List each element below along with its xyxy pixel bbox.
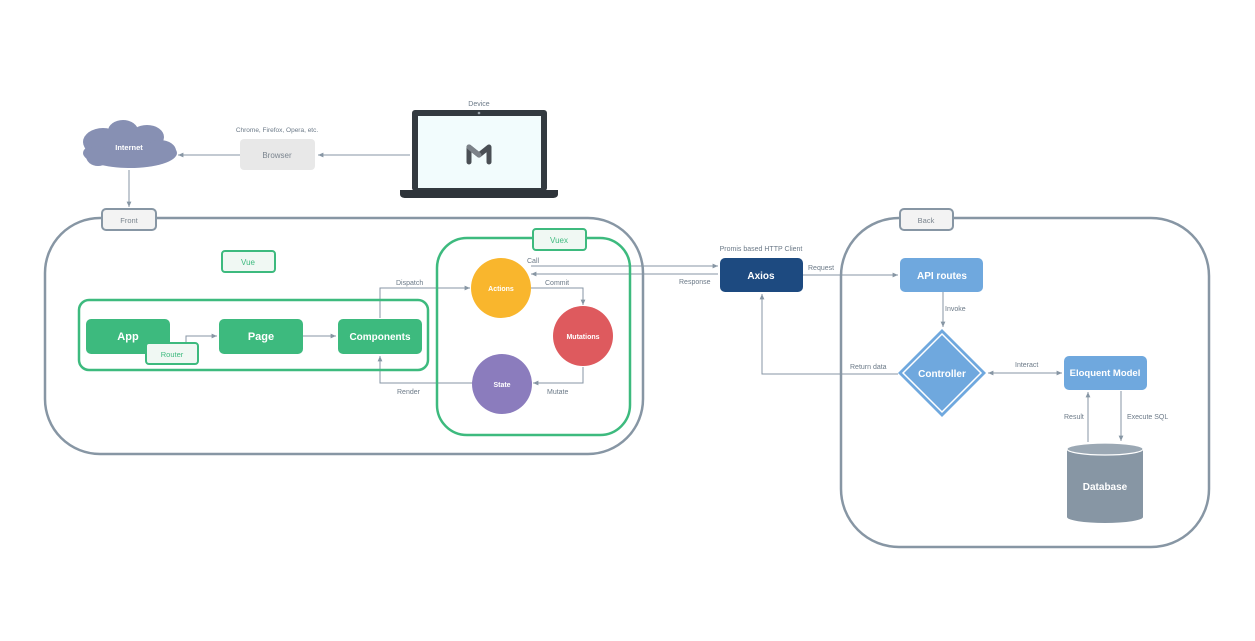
components-node [338, 319, 422, 354]
back-frame [839, 216, 1211, 549]
execute-sql-label: Execute SQL [1127, 414, 1168, 421]
state-label: State [493, 382, 510, 389]
connectors [126, 152, 1124, 442]
front-frame [43, 216, 645, 456]
laptop-base [400, 190, 558, 198]
eloquent-node [1064, 356, 1147, 390]
browser: Chrome, Firefox, Opera, etc. Browser [236, 127, 319, 170]
commit-label: Commit [545, 280, 569, 287]
arrow-commit [531, 287, 586, 305]
page-label: Page [248, 331, 274, 343]
controller-label: Controller [918, 369, 966, 380]
api-routes-label: API routes [917, 271, 967, 282]
mutations-node [553, 306, 613, 366]
render-label: Render [397, 389, 421, 396]
axios-node [720, 258, 803, 292]
arrow-mutate [533, 367, 584, 386]
arrow-dispatch [379, 285, 470, 318]
call-label: Call [527, 258, 540, 265]
vuex-label: Vuex [550, 236, 568, 245]
vuex-tag [532, 228, 587, 251]
interact-label: Interact [1015, 362, 1038, 369]
front-label: Front [120, 216, 138, 225]
cloud-icon [83, 120, 177, 168]
back-tag [899, 208, 954, 231]
eloquent-label: Eloquent Model [1070, 368, 1141, 379]
vue-label: Vue [241, 258, 255, 267]
result-label: Result [1064, 414, 1084, 421]
actions-label: Actions [488, 286, 514, 293]
arrow-render [377, 356, 472, 384]
browser-label: Browser [262, 151, 292, 160]
arrow-return-data [759, 294, 898, 375]
invoke-label: Invoke [945, 306, 966, 313]
api-routes-node [900, 258, 983, 292]
axios-label: Axios [747, 271, 775, 282]
vue-group-frame [77, 298, 430, 372]
router-label: Router [161, 350, 184, 359]
internet: Internet [83, 120, 177, 168]
request-label: Request [808, 265, 834, 272]
actions-node [471, 258, 531, 318]
app-label: App [117, 331, 139, 343]
device-label: Device [468, 101, 490, 108]
front-container: Front Vue App Router Page Components Dis… [43, 208, 645, 456]
browser-box [240, 139, 315, 170]
axios-caption: Promis based HTTP Client [720, 246, 803, 253]
dispatch-label: Dispatch [396, 280, 423, 287]
mutate-label: Mutate [547, 389, 569, 396]
internet-label: Internet [115, 143, 143, 152]
return-data-label: Return data [850, 364, 887, 371]
database-label: Database [1083, 482, 1128, 493]
device: Device [400, 101, 558, 198]
controller-node [898, 329, 986, 417]
back-label: Back [918, 216, 935, 225]
w-logo-icon [466, 144, 492, 165]
response-label: Response [679, 279, 711, 286]
axios: Promis based HTTP Client Axios Response [679, 246, 803, 292]
mutations-label: Mutations [566, 334, 599, 341]
back-container: Back Request API routes Invoke Controlle… [808, 208, 1211, 549]
browser-caption: Chrome, Firefox, Opera, etc. [236, 127, 319, 134]
database-icon [1066, 442, 1144, 523]
laptop-camera [477, 111, 481, 115]
state-node [472, 354, 532, 414]
router-node [145, 342, 199, 365]
vue-tag [221, 250, 276, 273]
page-node [219, 319, 303, 354]
front-tag [101, 208, 157, 231]
arrow-router-page [185, 333, 217, 344]
components-label: Components [349, 332, 411, 343]
